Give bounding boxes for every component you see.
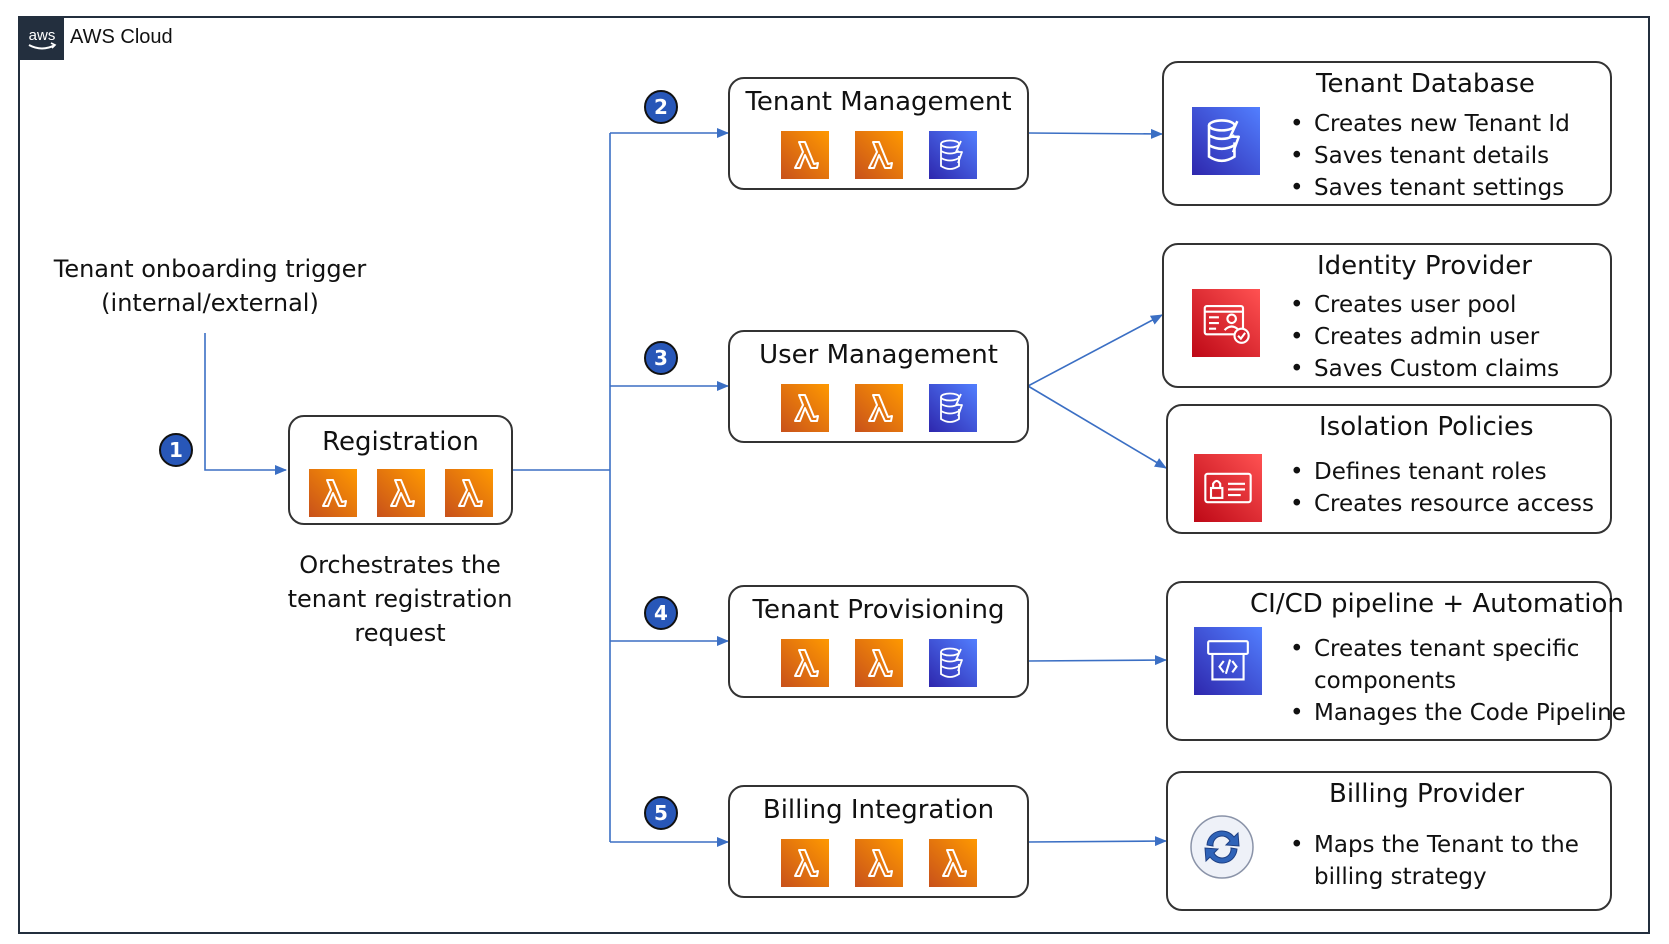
lambda-icon — [780, 384, 829, 432]
bullet-item: Creates admin user — [1286, 321, 1559, 353]
connector-tenant-database — [1027, 128, 1163, 139]
cicd-pipeline-bullets: Creates tenant specific components Manag… — [1286, 633, 1626, 729]
identity-provider-box: Identity Provider Creates user pool Crea… — [1162, 243, 1612, 388]
registration-note-line: request — [354, 619, 446, 647]
cicd-pipeline-box: CI/CD pipeline + Automation Creates tena… — [1166, 581, 1626, 741]
isolation-policies-bullets: Defines tenant roles Creates resource ac… — [1286, 456, 1594, 520]
lambda-icon — [308, 469, 357, 517]
registration-title: Registration — [322, 427, 479, 457]
lambda-icon — [854, 131, 903, 179]
aws-logo-icon: aws — [20, 18, 64, 60]
registration-note-line: Orchestrates the — [299, 551, 501, 579]
registration-box: Registration — [288, 415, 513, 525]
bullet-item: billing strategy — [1314, 864, 1487, 890]
bullet-item: components — [1314, 668, 1457, 694]
bullet-item: Creates resource access — [1286, 488, 1594, 520]
bullet-item: Saves tenant details — [1286, 140, 1570, 172]
connector-billing-provider — [1027, 836, 1167, 847]
registration-note: Orchestrates the tenant registration req… — [270, 548, 530, 650]
step-marker-1: 1 — [159, 433, 193, 467]
aws-cloud-frame — [18, 16, 1650, 934]
bullet-item: Creates new Tenant Id — [1286, 108, 1570, 140]
cicd-pipeline-title: CI/CD pipeline + Automation — [1250, 589, 1624, 619]
tenant-management-box: Tenant Management — [728, 77, 1029, 190]
identity-provider-title: Identity Provider — [1317, 251, 1532, 281]
iam-icon — [1194, 454, 1262, 522]
user-management-title: User Management — [759, 340, 998, 370]
dynamodb-icon — [928, 384, 977, 432]
tenant-database-title: Tenant Database — [1316, 69, 1535, 99]
bullet-item: Maps the Tenant to the — [1286, 829, 1579, 861]
lambda-icon — [444, 469, 493, 517]
bullet-item: Creates tenant specific — [1286, 633, 1626, 665]
lambda-icon — [780, 131, 829, 179]
connector-identity-provider — [1027, 314, 1163, 387]
codepipeline-icon — [1194, 627, 1262, 695]
aws-cloud-title: AWS Cloud — [70, 26, 173, 48]
trigger-line-1: Tenant onboarding trigger — [53, 255, 367, 283]
billing-sync-icon — [1188, 813, 1256, 881]
lambda-icon — [854, 639, 903, 687]
isolation-policies-title: Isolation Policies — [1319, 412, 1534, 442]
trigger-connector — [204, 333, 287, 475]
dynamodb-icon — [928, 131, 977, 179]
lambda-icon — [780, 839, 829, 887]
bullet-item: Manages the Code Pipeline — [1286, 697, 1626, 729]
cognito-icon — [1192, 289, 1260, 357]
bullet-item: Defines tenant roles — [1286, 456, 1594, 488]
connector-cicd — [1027, 655, 1167, 666]
connector-isolation-policies — [1027, 385, 1167, 469]
trigger-line-2: (internal/external) — [101, 289, 319, 317]
step-marker-5: 5 — [644, 796, 678, 830]
billing-provider-bullets: Maps the Tenant to the billing strategy — [1286, 829, 1579, 893]
tenant-management-title: Tenant Management — [745, 87, 1012, 117]
bullet-item: Saves Custom claims — [1286, 353, 1559, 385]
onboarding-trigger-label: Tenant onboarding trigger (internal/exte… — [40, 252, 380, 320]
lambda-icon — [780, 639, 829, 687]
step-marker-4: 4 — [644, 596, 678, 630]
aws-logo-text: aws — [29, 27, 56, 44]
isolation-policies-box: Isolation Policies Defines tenant roles … — [1166, 404, 1612, 534]
tenant-provisioning-box: Tenant Provisioning — [728, 585, 1029, 698]
dynamodb-icon — [1192, 107, 1260, 175]
billing-provider-title: Billing Provider — [1329, 779, 1525, 809]
tenant-database-bullets: Creates new Tenant Id Saves tenant detai… — [1286, 108, 1570, 204]
bullet-item: Creates user pool — [1286, 289, 1559, 321]
lambda-icon — [854, 384, 903, 432]
billing-integration-title: Billing Integration — [762, 795, 995, 825]
dynamodb-icon — [928, 639, 977, 687]
user-management-box: User Management — [728, 330, 1029, 443]
registration-note-line: tenant registration — [287, 585, 513, 613]
identity-provider-bullets: Creates user pool Creates admin user Sav… — [1286, 289, 1559, 385]
tenant-provisioning-title: Tenant Provisioning — [752, 595, 1005, 625]
tenant-database-box: Tenant Database Creates new Tenant Id Sa… — [1162, 61, 1612, 206]
lambda-icon — [376, 469, 425, 517]
billing-integration-box: Billing Integration — [728, 785, 1029, 898]
bullet-item: Saves tenant settings — [1286, 172, 1570, 204]
lambda-icon — [928, 839, 977, 887]
billing-provider-box: Billing Provider Maps the Tenant to the … — [1166, 771, 1612, 911]
step-marker-3: 3 — [644, 341, 678, 375]
step-marker-2: 2 — [644, 90, 678, 124]
lambda-icon — [854, 839, 903, 887]
